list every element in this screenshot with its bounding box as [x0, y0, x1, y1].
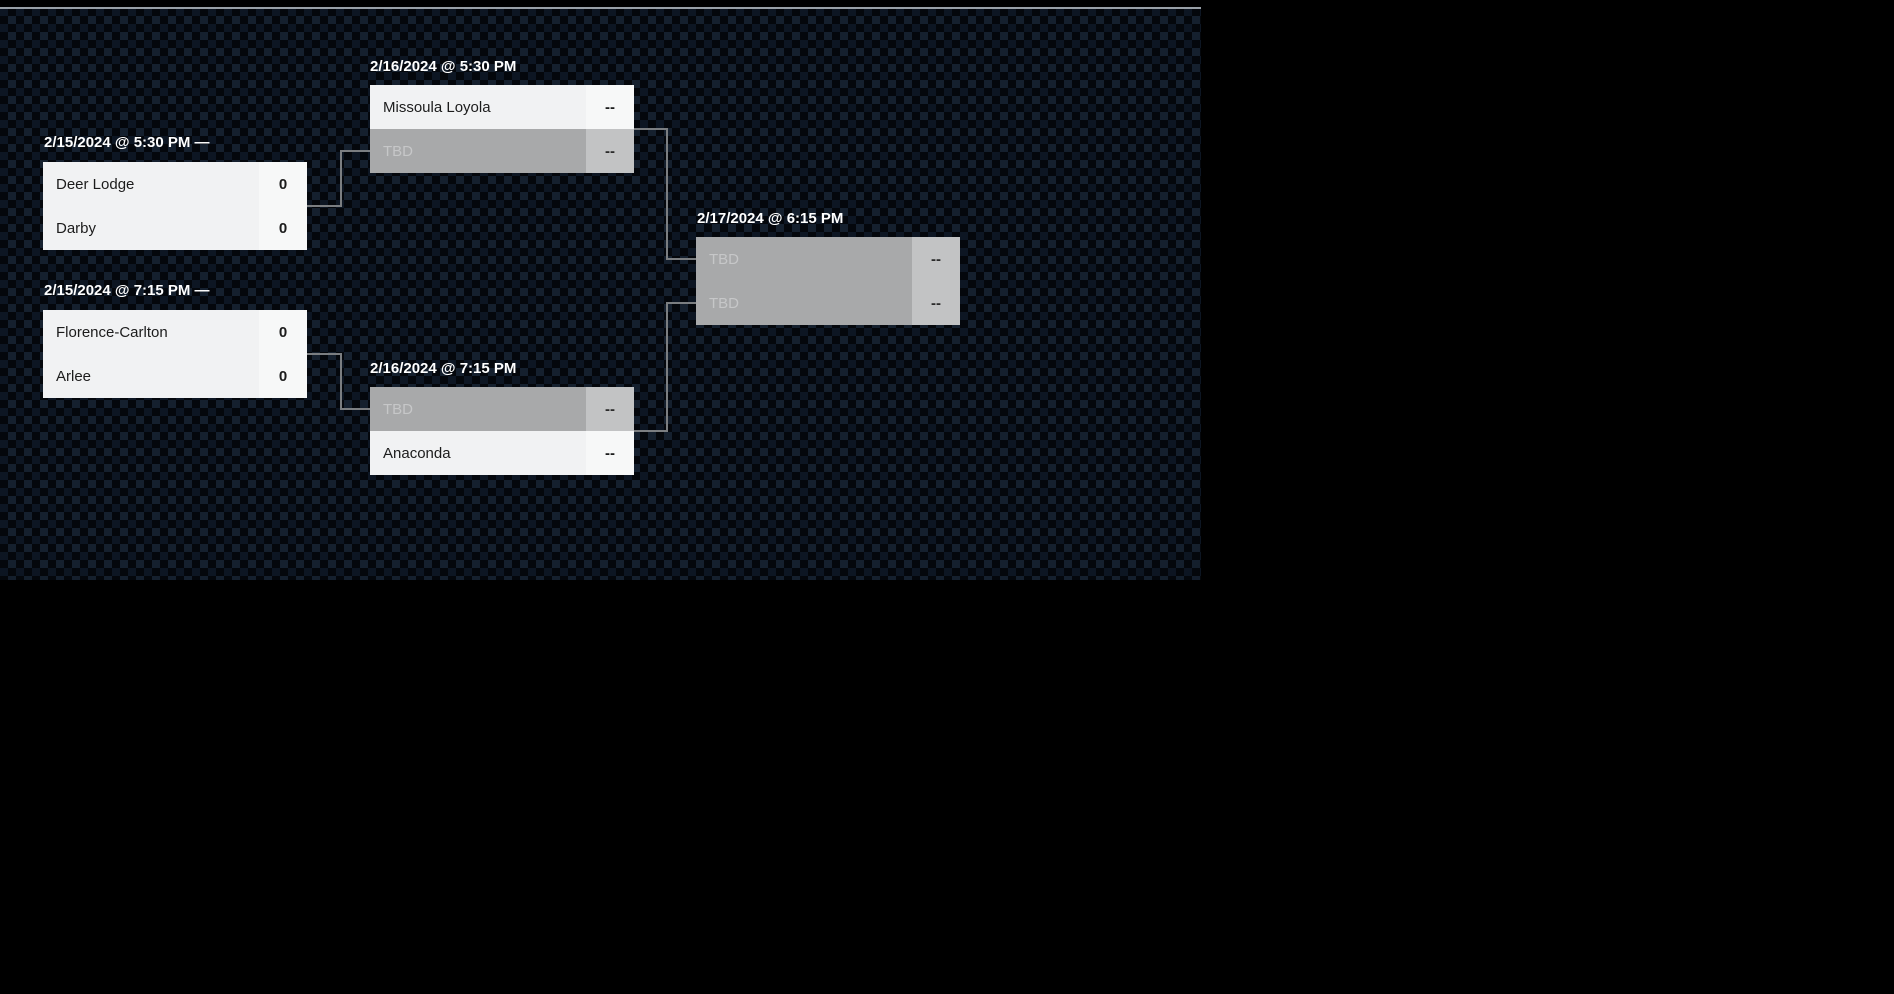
team-score: 0 — [259, 310, 307, 354]
top-divider-line — [0, 7, 1201, 9]
team-row: TBD -- — [370, 129, 634, 173]
match-card-1[interactable]: Deer Lodge 0 Darby 0 — [43, 162, 307, 250]
team-name: TBD — [696, 281, 912, 325]
match-card-3[interactable]: Missoula Loyola -- TBD -- — [370, 85, 634, 173]
top-strip — [0, 0, 1201, 7]
team-score: -- — [586, 387, 634, 431]
team-name: Anaconda — [370, 431, 586, 475]
team-row: Deer Lodge 0 — [43, 162, 307, 206]
team-name: Darby — [43, 206, 259, 250]
connector-line — [634, 302, 696, 432]
team-name: Missoula Loyola — [370, 85, 586, 129]
team-name: Deer Lodge — [43, 162, 259, 206]
match-schedule: 2/15/2024 @ 7:15 PM — — [44, 282, 210, 299]
connector-line — [307, 150, 370, 207]
team-row: TBD -- — [696, 237, 960, 281]
match-schedule: 2/16/2024 @ 5:30 PM — [370, 58, 517, 75]
team-row: Missoula Loyola -- — [370, 85, 634, 129]
team-score: -- — [586, 431, 634, 475]
team-score: 0 — [259, 354, 307, 398]
match-schedule: 2/16/2024 @ 7:15 PM — [370, 360, 517, 377]
team-name: TBD — [370, 387, 586, 431]
connector-line — [307, 353, 370, 410]
team-score: -- — [586, 129, 634, 173]
team-name: TBD — [696, 237, 912, 281]
team-name: TBD — [370, 129, 586, 173]
team-row: Darby 0 — [43, 206, 307, 250]
team-row: Anaconda -- — [370, 431, 634, 475]
team-score: -- — [912, 237, 960, 281]
team-row: Florence-Carlton 0 — [43, 310, 307, 354]
team-score: 0 — [259, 162, 307, 206]
team-row: Arlee 0 — [43, 354, 307, 398]
match-card-4[interactable]: TBD -- Anaconda -- — [370, 387, 634, 475]
team-score: -- — [586, 85, 634, 129]
bracket-panel: 2/15/2024 @ 5:30 PM — Deer Lodge 0 Darby… — [0, 0, 1201, 580]
match-card-2[interactable]: Florence-Carlton 0 Arlee 0 — [43, 310, 307, 398]
team-score: -- — [912, 281, 960, 325]
team-name: Arlee — [43, 354, 259, 398]
match-schedule: 2/15/2024 @ 5:30 PM — — [44, 134, 210, 151]
connector-line — [634, 128, 696, 260]
team-score: 0 — [259, 206, 307, 250]
team-name: Florence-Carlton — [43, 310, 259, 354]
team-row: TBD -- — [696, 281, 960, 325]
match-card-5[interactable]: TBD -- TBD -- — [696, 237, 960, 325]
team-row: TBD -- — [370, 387, 634, 431]
match-schedule: 2/17/2024 @ 6:15 PM — [697, 210, 844, 227]
